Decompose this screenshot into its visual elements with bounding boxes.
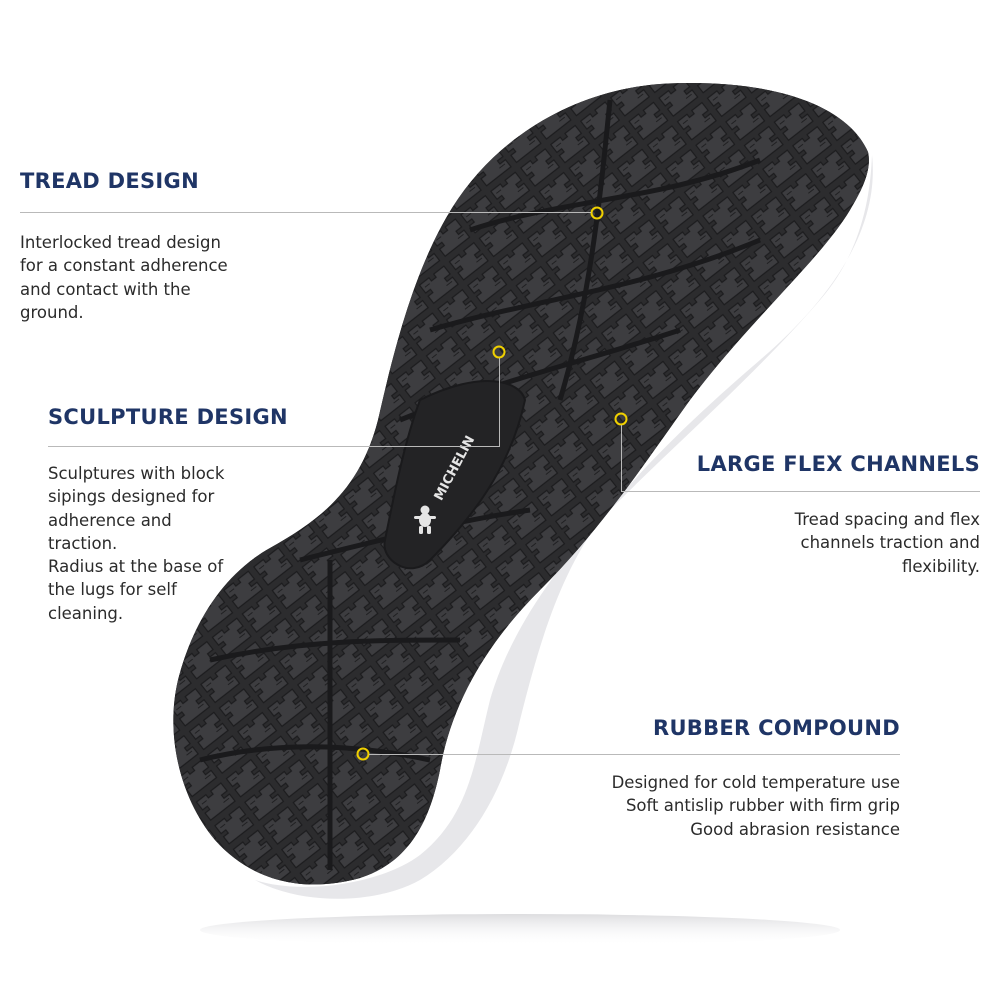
rubber-compound-description: Designed for cold temperature use Soft a… bbox=[611, 773, 900, 839]
rubber-compound-heading: RUBBER COMPOUND bbox=[652, 716, 900, 740]
sculpture-design-heading: SCULPTURE DESIGN bbox=[48, 405, 288, 429]
marker-tread bbox=[590, 206, 604, 220]
ground-shadow bbox=[200, 914, 840, 946]
marker-rubber bbox=[356, 747, 370, 761]
tread-leader-line bbox=[20, 212, 591, 213]
bibendum-icon bbox=[414, 505, 436, 534]
flex-leader-vertical bbox=[621, 425, 622, 492]
tread-design-heading: TREAD DESIGN bbox=[20, 169, 199, 193]
flex-leader-line bbox=[621, 491, 980, 492]
large-flex-channels-heading: LARGE FLEX CHANNELS bbox=[696, 452, 980, 476]
tread-design-description: Interlocked tread design for a constant … bbox=[20, 233, 228, 322]
flex-channels bbox=[199, 99, 761, 870]
large-flex-channels-description: Tread spacing and flex channels traction… bbox=[794, 510, 980, 576]
sculpture-leader-vertical bbox=[499, 358, 500, 447]
marker-flex bbox=[614, 412, 628, 426]
sculpture-design-description: Sculptures with block sipings designed f… bbox=[48, 464, 225, 623]
sculpture-leader-line bbox=[48, 446, 500, 447]
rubber-leader-line bbox=[369, 754, 900, 755]
marker-sculpture bbox=[492, 345, 506, 359]
